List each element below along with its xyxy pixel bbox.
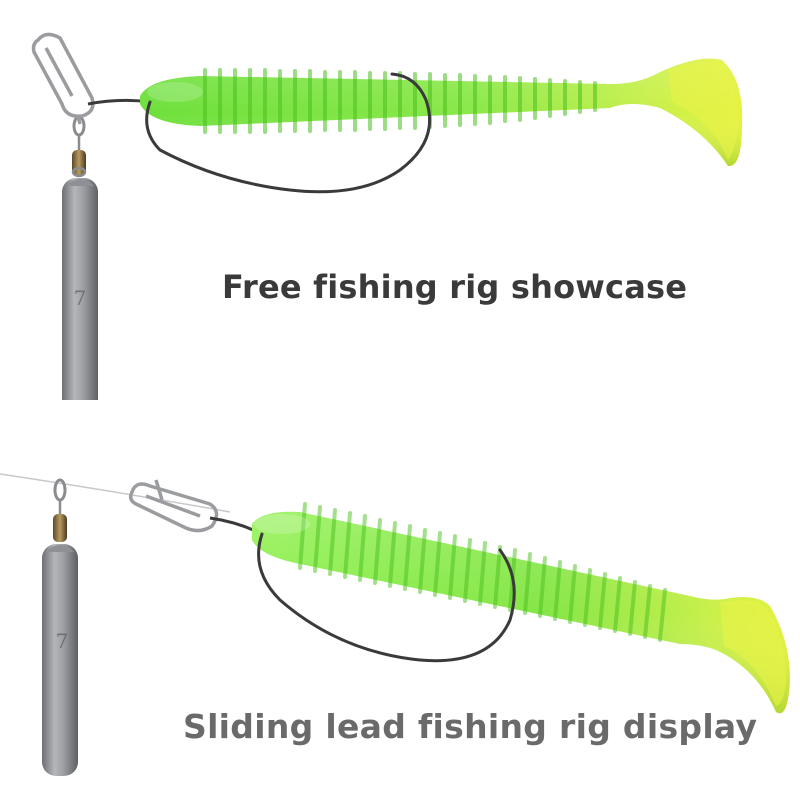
sliding-snap-clip [128,479,219,533]
free-rig-illustration: 7 [31,32,743,400]
soft-swimbait-lure [140,58,743,167]
sliding-offset-worm-hook [257,532,516,663]
free-rig-panel: 7 [31,32,743,400]
sliding-soft-swimbait-lure [252,502,790,714]
sliding-lead-rig-illustration: 7 [0,473,790,776]
sinker-weight: 7 [62,178,98,400]
svg-text:7: 7 [74,286,87,310]
fishing-line [0,473,231,513]
offset-worm-hook [145,72,432,194]
snap-clip [31,32,95,125]
sliding-swivel [53,478,67,542]
swivel [71,115,87,178]
svg-text:7: 7 [56,629,69,653]
free-rig-caption: Free fishing rig showcase [222,268,688,306]
sliding-lead-rig-caption: Sliding lead fishing rig display [183,707,758,746]
sliding-lead-rig-panel: 7 [0,400,800,800]
sliding-sinker-weight: 7 [42,544,78,776]
